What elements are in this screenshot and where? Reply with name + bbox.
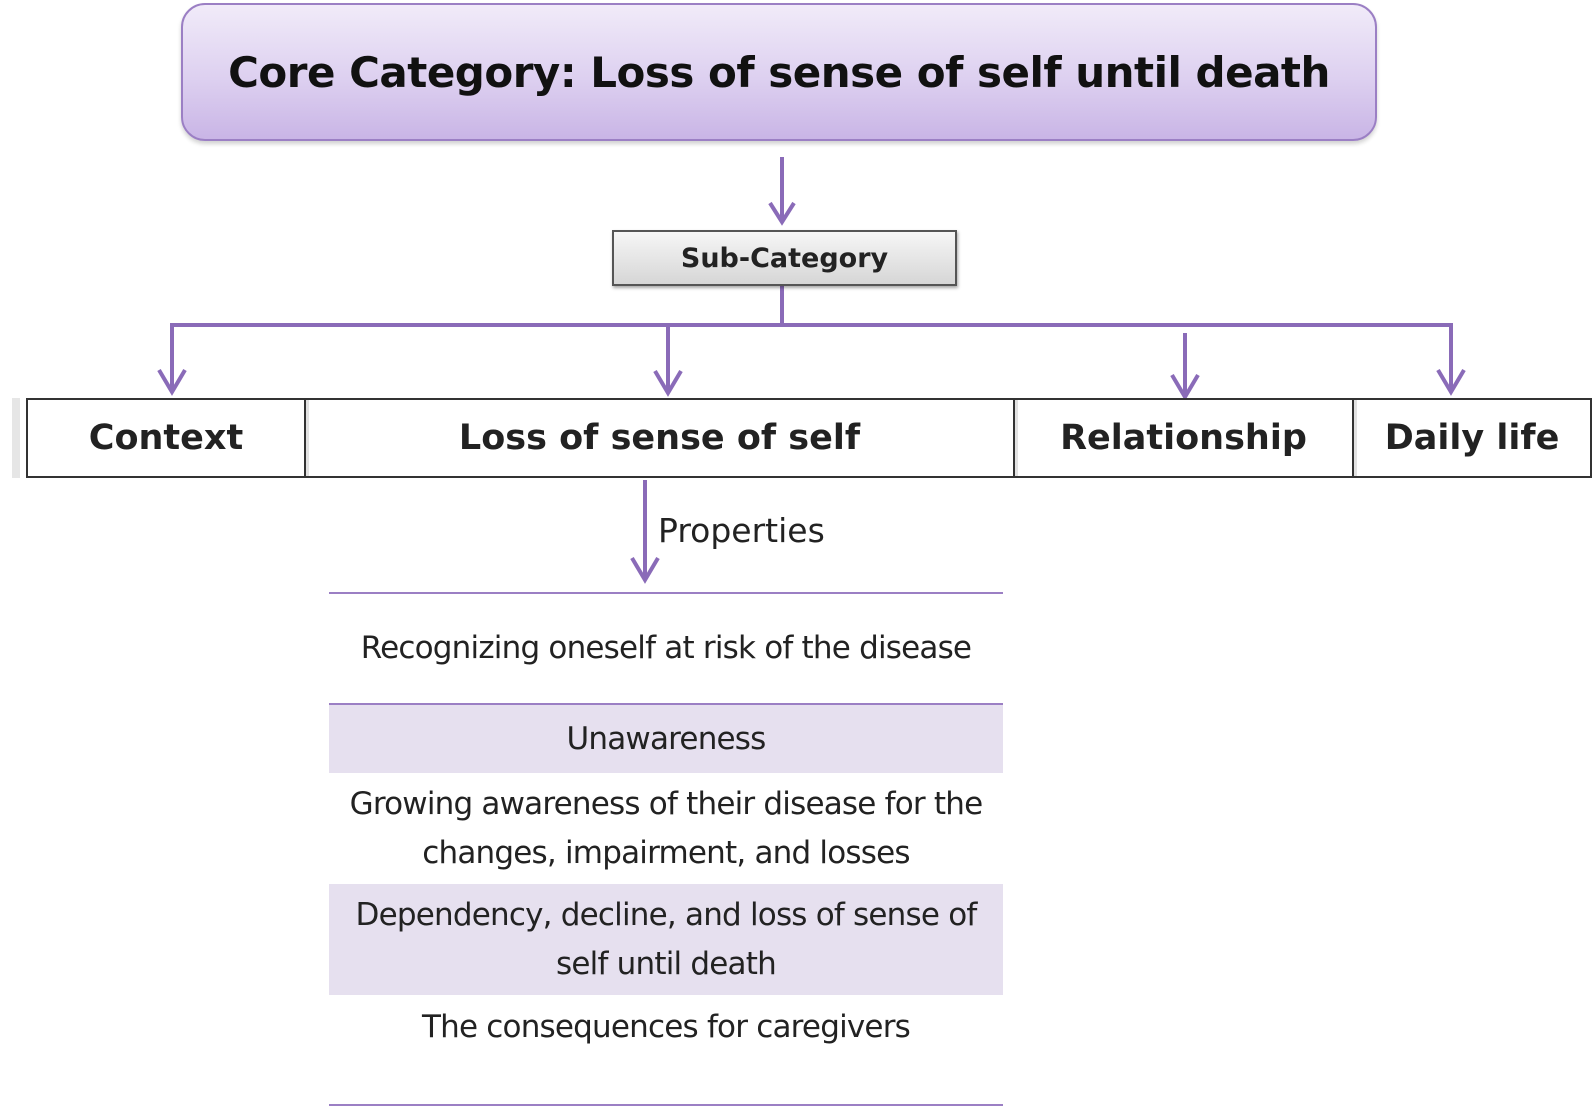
properties-label: Properties — [658, 511, 825, 550]
properties-table: Recognizing oneself at risk of the disea… — [329, 592, 1003, 1106]
property-item: The consequences for caregivers — [421, 1009, 911, 1045]
core-category-box: Core Category: Loss of sense of self unt… — [181, 3, 1377, 141]
property-item: Dependency, decline, and loss of sense o… — [329, 884, 1003, 995]
category-loss-of-sense-of-self: Loss of sense of self — [306, 400, 1015, 476]
category-row: Context Loss of sense of self Relationsh… — [12, 398, 1592, 478]
sub-to-categories-branch — [157, 286, 1466, 401]
sub-category-box: Sub-Category — [612, 230, 957, 286]
property-item: Unawareness — [329, 705, 1003, 773]
category-daily-life: Daily life — [1354, 400, 1590, 476]
core-to-sub-arrow — [768, 157, 796, 226]
core-category-title: Core Category: Loss of sense of self unt… — [228, 47, 1330, 97]
category-relationship: Relationship — [1015, 400, 1354, 476]
property-item: Growing awareness of their disease for t… — [349, 785, 984, 871]
category-context: Context — [28, 400, 306, 476]
properties-arrow — [630, 480, 660, 584]
property-item: Recognizing oneself at risk of the disea… — [329, 594, 1003, 705]
sub-category-label: Sub-Category — [680, 242, 889, 274]
